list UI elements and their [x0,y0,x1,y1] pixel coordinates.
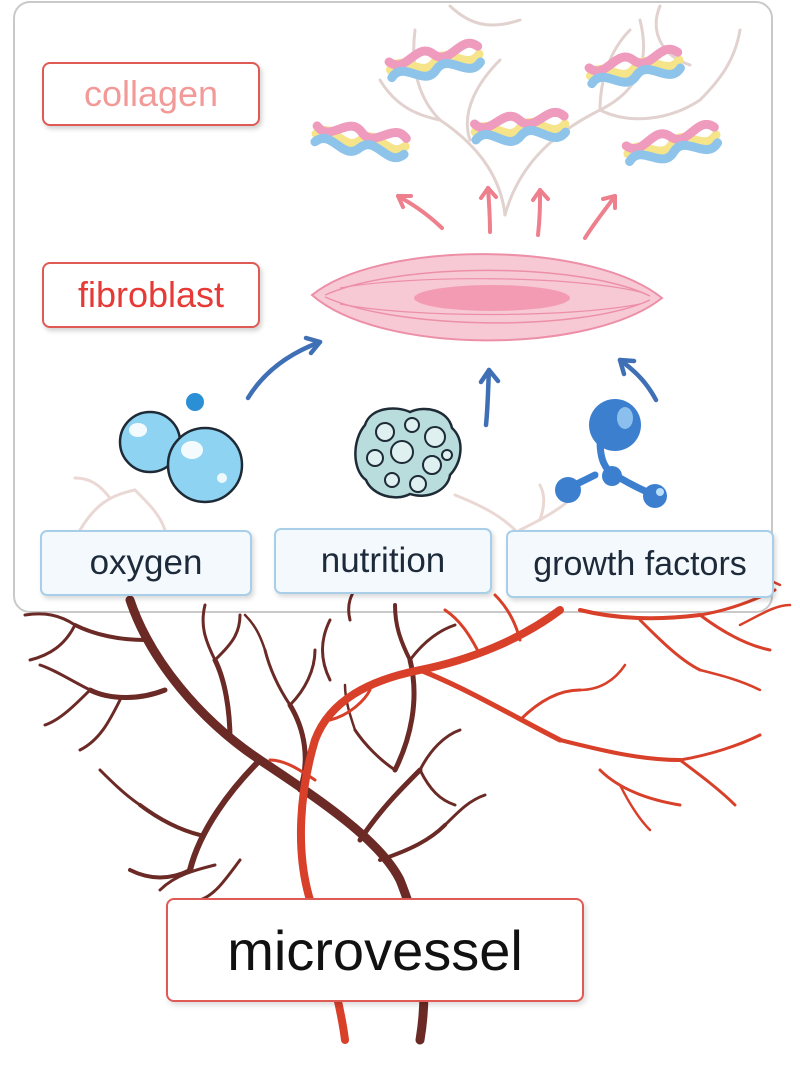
microvessel-label: microvessel [166,898,584,1002]
faint-branches-top [378,4,742,217]
collagen-helix-2 [584,44,685,89]
fibroblast-label-text: fibroblast [77,274,225,315]
fibroblast-cell [310,253,664,342]
pink-arrow-4 [583,194,617,240]
collagen-helix-4 [470,107,571,146]
nutrition-label: nutrition [274,528,492,594]
nutrition-icon [354,407,462,499]
growth-factors-label: growth factors [506,530,774,598]
oxygen-icon [118,393,244,504]
collagen-label: collagen [42,62,260,126]
collagen-helix-1 [384,38,485,83]
microvessel-label-text: microvessel [227,918,523,982]
fibroblast-nucleus [414,285,570,311]
blue-arrow-nutrition [483,367,492,428]
blue-arrows [245,335,659,428]
growth-factors-icon [555,399,667,508]
fibroblast-label: fibroblast [42,262,260,328]
nutrition-label-text: nutrition [320,541,446,580]
oxygen-label: oxygen [40,530,252,596]
growth-factors-label-text: growth factors [533,544,747,583]
blue-arrow-growth-factors [617,357,659,403]
pink-arrow-3 [536,188,542,237]
faint-branches-bottom [73,476,577,532]
blue-arrow-oxygen [245,339,323,401]
collagen-helix-3 [310,121,411,162]
collagen-helix-5 [621,120,723,167]
pink-arrow-1 [396,194,444,230]
oxygen-label-text: oxygen [89,543,203,582]
collagen-fibers [310,38,723,167]
pink-arrow-2 [486,186,492,234]
collagen-label-text: collagen [83,73,219,114]
pink-arrows [396,186,617,240]
